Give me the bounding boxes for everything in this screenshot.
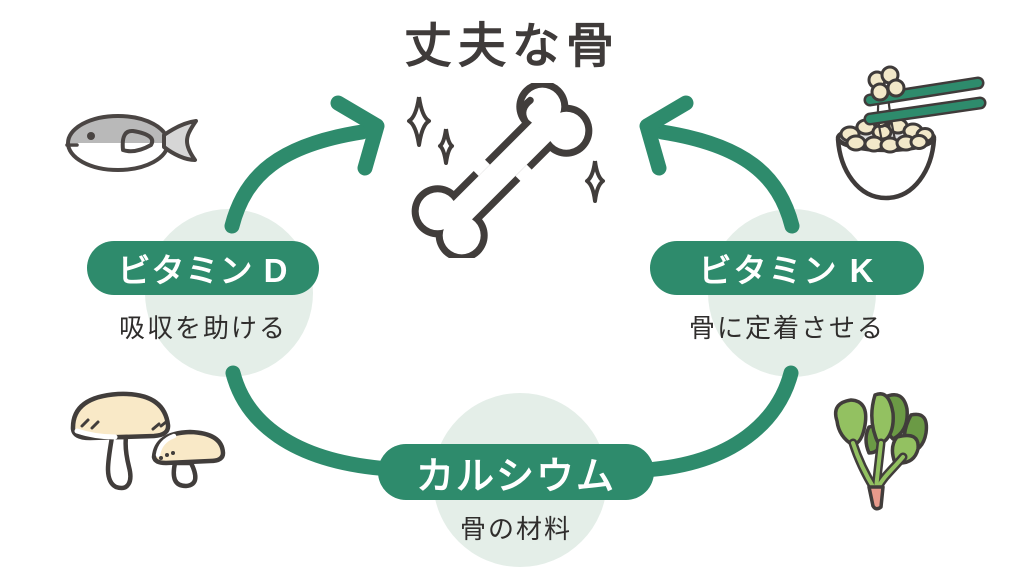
badge-vitamin-k: ビタミン K [650,241,924,295]
badge-vitamin-d-label: ビタミン D [117,252,289,289]
sparkle-large-icon [407,96,431,147]
badge-vitamin-d: ビタミン D [87,241,319,295]
bone-outline-gap [515,164,534,184]
cap-marks [80,418,168,431]
description-calcium: 骨の材料 [459,514,572,544]
sparkle-icons [407,96,605,203]
arrowhead-left-icon [330,95,385,176]
sparkle-right-icon [585,160,605,203]
bowl [835,138,937,201]
spinach-icon [833,392,929,511]
lifted-beans [867,65,906,102]
fish-tail [162,119,198,162]
mushroom-icon [70,391,226,491]
page-title: 丈夫な骨 [403,20,620,73]
sparkle-small-icon [438,128,454,165]
natto-bowl-icon [835,65,987,201]
spinach-root [867,485,885,511]
bone-icon [407,83,605,258]
cap-dots [159,451,175,460]
bone-outline-gap [471,157,490,176]
fish-fin [120,128,155,154]
bone-knob-detail [519,96,534,124]
arrow-vitamin-d-to-bone [224,124,370,234]
connector-vitamin-d-to-calcium [225,365,398,477]
badge-vitamin-k-label: ビタミン K [698,252,876,289]
chopsticks-icon [863,76,987,126]
description-vitamin-k: 骨に定着させる [688,313,885,343]
description-vitamin-d: 吸収を助ける [118,313,287,343]
connector-vitamin-k-to-calcium [637,365,799,478]
badge-calcium: カルシウム [378,444,654,500]
badge-calcium-label: カルシウム [415,455,616,498]
arrowhead-right-icon [639,95,694,176]
arrow-vitamin-k-to-bone [654,124,800,234]
fish-icon [65,114,198,172]
fish-eye [87,132,95,140]
